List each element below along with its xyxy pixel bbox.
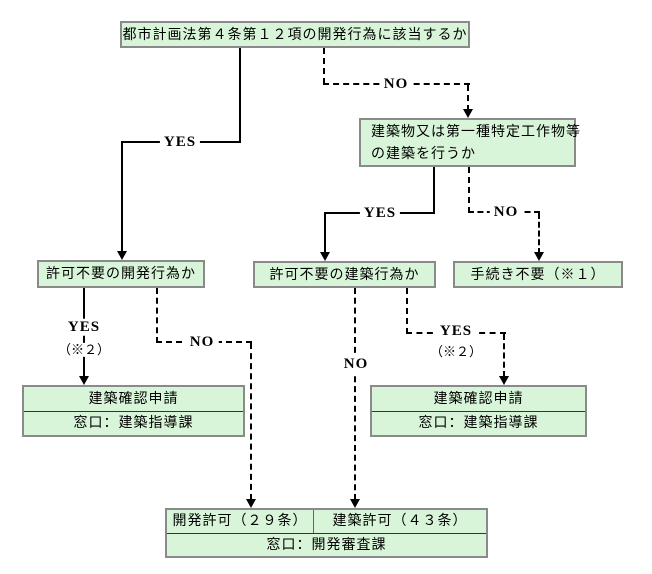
connector-main-no-v1 [323, 48, 325, 84]
node-building-question-line1: 建築物又は第一種特定工作物等 [371, 123, 581, 140]
connector-dev-no-v2 [250, 343, 252, 500]
node-permit: 開発許可（２９条） 建築許可（４３条） 窓口：開発審査課 [165, 508, 488, 558]
label-no-dev: NO [185, 333, 219, 351]
connector-bq-yes-v1 [433, 167, 435, 214]
label-yes-main: YES [159, 133, 201, 151]
label-no-build: NO [339, 355, 373, 373]
node-build-exempt-question-text: 許可不要の建築行為か [269, 266, 420, 283]
connector-dev-no-v1 [156, 288, 158, 343]
connector-main-no-v2 [467, 85, 469, 111]
node-no-procedure: 手続き不要（※１） [453, 261, 623, 288]
node-build-exempt-question: 許可不要の建築行為か [253, 261, 436, 288]
label-note2-build: （※２） [427, 343, 485, 360]
label-yes-dev: YES [63, 318, 105, 336]
arrowhead-into-no-procedure [534, 252, 544, 261]
permit-window-row: 窓口：開発審査課 [266, 536, 387, 553]
arrowhead-into-building-question [463, 109, 473, 118]
connector-bq-no-v2 [538, 213, 540, 254]
label-yes-bq: YES [359, 204, 401, 222]
connector-main-yes-v2 [121, 143, 123, 253]
building-confirm-title: 建築確認申請 [24, 387, 243, 412]
build-permit-cell: 建築許可（４３条） [332, 513, 468, 530]
arrowhead-into-dev-exempt [117, 251, 127, 260]
building-confirm-window: 窓口：建築指導課 [73, 415, 194, 432]
node-main-question: 都市計画法第４条第１２項の開発行為に該当するか [120, 21, 470, 48]
node-main-question-text: 都市計画法第４条第１２項の開発行為に該当するか [122, 26, 468, 43]
connector-bq-no-v1 [468, 167, 470, 213]
node-dev-exempt-question-text: 許可不要の開発行為か [46, 266, 196, 282]
node-building-question-line2: の建築を行うか [371, 145, 476, 162]
permit-top-row: 開発許可（２９条） 建築許可（４３条） [167, 510, 486, 534]
connector-build-yes-v1 [406, 288, 408, 334]
dev-permit-cell: 開発許可（２９条） [167, 510, 314, 533]
arrowhead-into-dev-permit [246, 499, 256, 508]
arrowhead-into-confirm-left [79, 376, 89, 385]
label-note2-dev: （※２） [55, 341, 113, 358]
label-no-bq: NO [489, 203, 523, 221]
label-no-main: NO [379, 75, 413, 93]
node-dev-exempt-question: 許可不要の開発行為か [37, 260, 205, 288]
building-confirm-window: 窓口：建築指導課 [418, 415, 539, 432]
connector-build-yes-v2 [503, 334, 505, 377]
connector-bq-yes-v2 [324, 214, 326, 254]
node-building-confirm-left: 建築確認申請 窓口：建築指導課 [22, 385, 245, 437]
connector-build-no-v [354, 288, 356, 500]
arrowhead-into-confirm-right [499, 376, 509, 385]
arrowhead-into-build-permit [350, 499, 360, 508]
node-building-confirm-right: 建築確認申請 窓口：建築指導課 [370, 385, 587, 437]
label-yes-build: YES [435, 322, 477, 340]
node-no-procedure-text: 手続き不要（※１） [470, 266, 606, 283]
building-confirm-title: 建築確認申請 [372, 387, 585, 412]
connector-main-yes-v1 [239, 48, 241, 143]
arrowhead-into-build-exempt [320, 252, 330, 261]
node-building-question: 建築物又は第一種特定工作物等 の建築を行うか [359, 118, 581, 167]
